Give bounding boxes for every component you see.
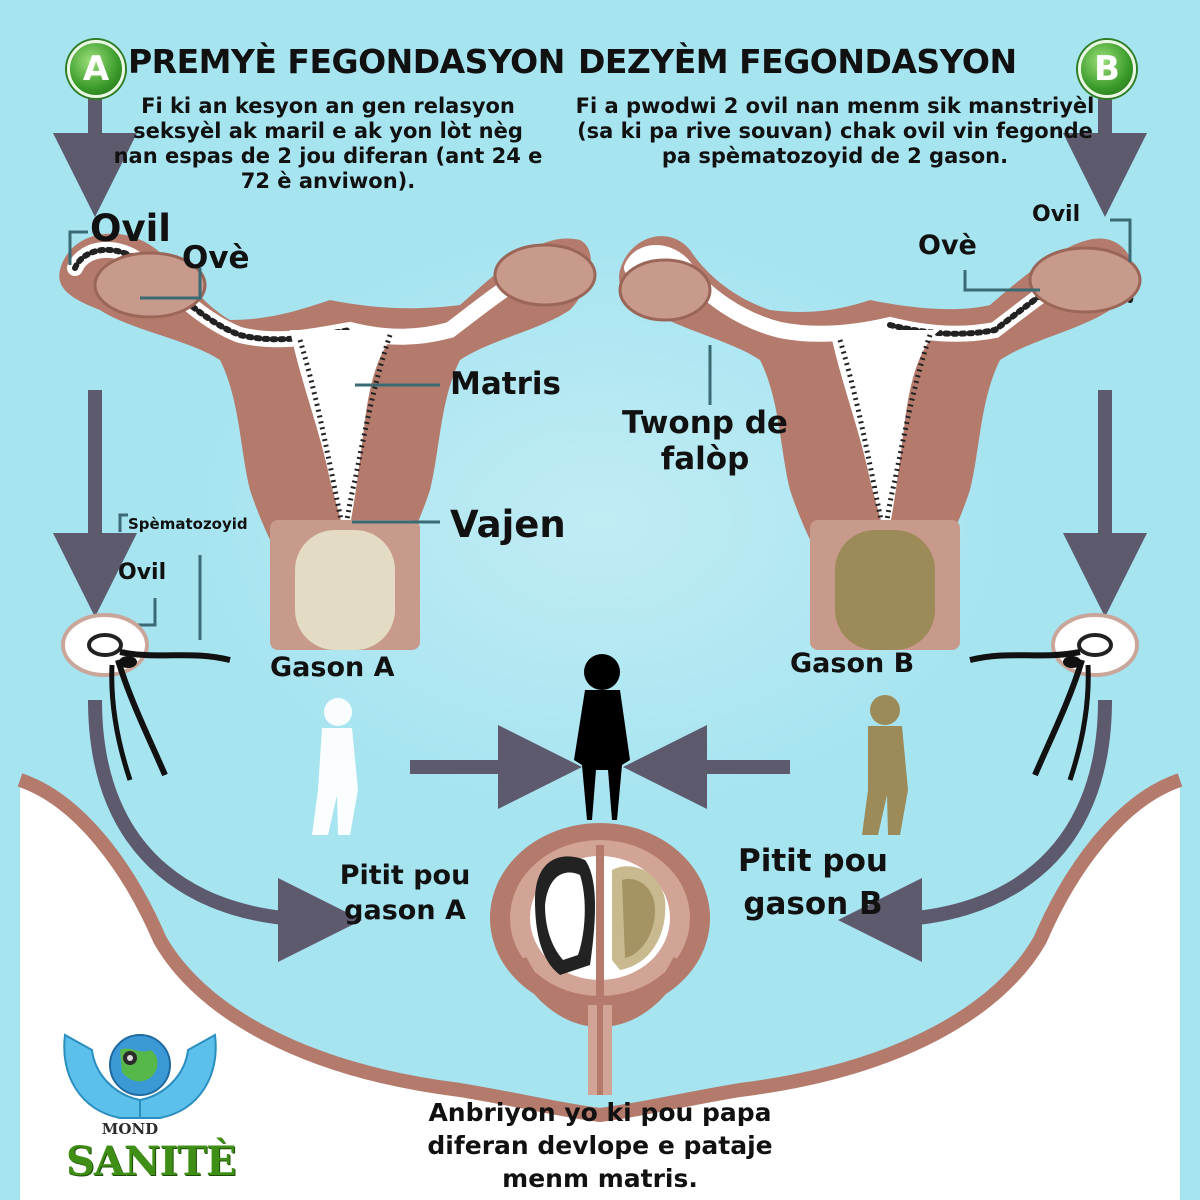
label-spematozoyid: Spèmatozoyid (128, 515, 248, 533)
label-pitit-gason-a: Pitit pou gason A (339, 860, 471, 926)
label-ovil-small: Ovil (118, 560, 167, 585)
header-right-title: DEZYÈM FEGONDASYON (578, 42, 1017, 81)
lower-body-outline (17, 773, 1183, 1123)
badge-a-icon: A (67, 40, 125, 98)
label-ovil-right: Ovil (1032, 202, 1081, 227)
man-a-figure (312, 698, 358, 835)
uterus-left (59, 233, 597, 650)
header-right-description: Fi a pwodwi 2 ovil nan menm sik manstriy… (575, 94, 1095, 168)
flow-arrows (53, 80, 1147, 962)
mond-sanite-logo-graphic (63, 1033, 217, 1119)
ovary-right-1 (618, 258, 712, 322)
label-vajen: Vajen (450, 503, 566, 546)
label-ove-right: Ovè (918, 230, 977, 261)
footer-caption: Anbriyon yo ki pou papa diferan devlope … (427, 1098, 773, 1193)
header-left-title: PREMYÈ FEGONDASYON (128, 42, 565, 81)
label-gason-a: Gason A (270, 652, 395, 683)
penis-left (295, 530, 395, 650)
penis-right (835, 530, 935, 650)
uterus-right (618, 236, 1142, 650)
ovary-right-2 (1028, 246, 1142, 314)
badge-b-icon: B (1078, 40, 1136, 98)
ovary-left-1 (93, 251, 207, 319)
egg-right (969, 613, 1139, 781)
egg-left (61, 613, 231, 781)
ovary-left-2 (493, 243, 597, 307)
woman-figure (574, 654, 630, 820)
man-b-figure (862, 695, 908, 835)
header-left-description: Fi ki an kesyon an gen relasyon seksyèl … (113, 94, 543, 193)
label-ovil-left: Ovil (90, 207, 171, 250)
label-twonp-de-falop: Twonp de falòp (622, 405, 788, 477)
label-matris: Matris (450, 366, 561, 402)
label-gason-b: Gason B (790, 648, 915, 679)
label-pitit-gason-b: Pitit pou gason B (738, 843, 888, 922)
lower-body-shape (20, 780, 1180, 1200)
logo-text-sanite: SANITÈ (66, 1138, 236, 1185)
label-ove-left: Ovè (182, 240, 250, 276)
logo-text-mond: MOND (101, 1120, 159, 1138)
womb-twins (490, 823, 710, 1095)
